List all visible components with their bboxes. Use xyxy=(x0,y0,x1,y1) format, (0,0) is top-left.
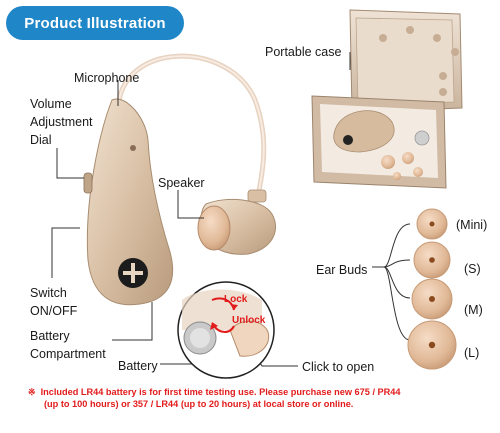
notice-line1: Included LR44 battery is for first time … xyxy=(40,387,401,397)
label-ear-buds: Ear Buds xyxy=(316,263,368,277)
label-unlock: Unlock xyxy=(232,315,266,326)
battery-notice: ※ Included LR44 battery is for first tim… xyxy=(28,386,488,410)
label-switch-line2: ON/OFF xyxy=(30,304,78,318)
label-bud-m: (M) xyxy=(464,303,483,317)
label-battery-compartment-line2: Compartment xyxy=(30,347,106,361)
label-speaker: Speaker xyxy=(158,176,205,190)
label-switch-line1: Switch xyxy=(30,286,67,300)
ear-buds-set xyxy=(407,208,457,370)
section-title: Product Illustration xyxy=(6,6,184,40)
label-microphone: Microphone xyxy=(74,71,140,85)
label-battery: Battery xyxy=(118,359,158,373)
label-bud-s: (S) xyxy=(464,262,481,276)
label-battery-compartment-line1: Battery xyxy=(30,329,70,343)
label-bud-l: (L) xyxy=(464,346,480,360)
battery-zoom-inset xyxy=(177,281,275,379)
label-portable-case: Portable case xyxy=(265,45,342,59)
label-lock: Lock xyxy=(224,294,248,305)
notice-line2: (up to 100 hours) or 357 / LR44 (up to 2… xyxy=(44,399,354,409)
label-click-to-open: Click to open xyxy=(302,360,375,374)
label-volume-line3: Dial xyxy=(30,133,52,147)
label-bud-mini: (Mini) xyxy=(456,218,488,232)
hearing-aid-device xyxy=(83,53,277,306)
portable-case xyxy=(311,9,463,189)
label-volume-line2: Adjustment xyxy=(30,115,93,129)
notice-symbol: ※ xyxy=(28,387,36,397)
label-volume-line1: Volume xyxy=(30,97,72,111)
